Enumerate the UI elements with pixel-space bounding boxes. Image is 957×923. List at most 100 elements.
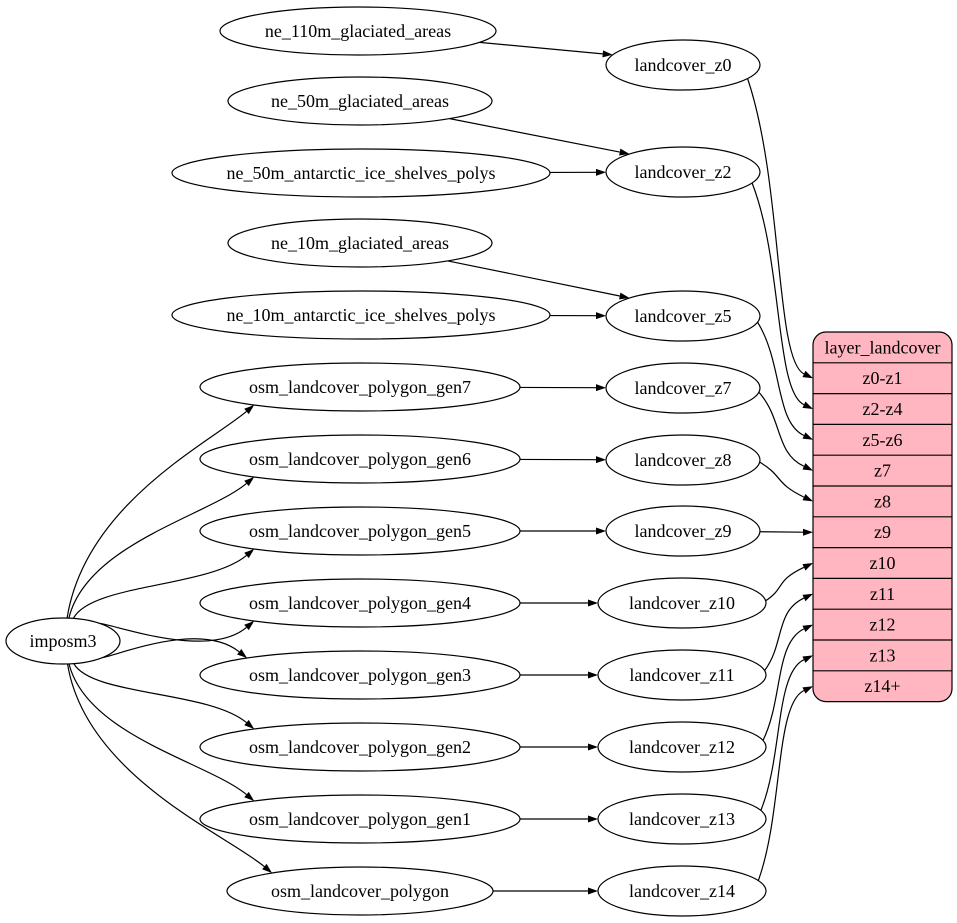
node-osm-landcover-polygon-gen4: osm_landcover_polygon_gen4 [199, 578, 521, 628]
node-imposm3: imposm3 [5, 617, 121, 665]
arrowhead-icon [802, 370, 813, 379]
record-layer-landcover: layer_landcoverz0-z1z2-z4z5-z6z7z8z9z10z… [812, 331, 953, 703]
edge-ne-50m-antarctic-ice-shelves-polys-to-landcover-z2 [549, 168, 607, 176]
osm-landcover-polygon-gen3-ellipse [199, 650, 521, 700]
ne-50m-antarctic-ice-shelves-polys-label: ne_50m_antarctic_ice_shelves_polys [227, 163, 496, 183]
node-osm-landcover-polygon-gen6: osm_landcover_polygon_gen6 [199, 434, 521, 484]
landcover-z12-ellipse [597, 721, 767, 773]
edge-line [764, 597, 805, 671]
ne-10m-antarctic-ice-shelves-polys-ellipse [171, 290, 551, 340]
edge-imposm3-to-osm-landcover-polygon [66, 663, 273, 873]
imposm3-ellipse [5, 617, 121, 665]
edge-line [479, 41, 603, 55]
edge-landcover-z0-to-row-z0-z1 [747, 78, 813, 379]
landcover-z10-ellipse [597, 577, 767, 629]
node-osm-landcover-polygon: osm_landcover_polygon [226, 866, 494, 916]
osm-landcover-polygon-gen5-ellipse [199, 506, 521, 556]
node-osm-landcover-polygon-gen3: osm_landcover_polygon_gen3 [199, 650, 521, 700]
edge-osm-landcover-polygon-to-landcover-z14 [493, 887, 598, 895]
osm-landcover-polygon-gen1-ellipse [199, 794, 521, 844]
edge-line [447, 260, 620, 297]
node-landcover-z11: landcover_z11 [597, 649, 767, 701]
edge-landcover-z13-to-row-z13 [760, 655, 813, 811]
edge-ne-10m-glaciated-areas-to-landcover-z5 [447, 260, 630, 300]
edge-line [68, 663, 247, 796]
arrowhead-icon [588, 743, 598, 751]
arrowhead-icon [244, 405, 255, 415]
ne-10m-glaciated-areas-ellipse [227, 218, 493, 268]
osm-landcover-polygon-gen4-label: osm_landcover_polygon_gen4 [249, 593, 471, 613]
edge-line [765, 566, 805, 602]
osm-landcover-polygon-gen2-ellipse [199, 722, 521, 772]
edge-imposm3-to-osm-landcover-polygon-gen3 [102, 638, 248, 659]
record-row-z2-z4: z2-z4 [863, 399, 903, 419]
arrowhead-icon [244, 549, 255, 559]
record-title: layer_landcover [825, 337, 941, 357]
edge-landcover-z11-to-row-z11 [764, 593, 813, 671]
node-ne-50m-glaciated-areas: ne_50m_glaciated_areas [227, 76, 493, 126]
edge-landcover-z8-to-row-z8 [759, 461, 813, 502]
node-landcover-z10: landcover_z10 [597, 577, 767, 629]
record-row-z11: z11 [870, 584, 895, 604]
arrowhead-icon [802, 655, 813, 663]
record-row-z8: z8 [874, 491, 891, 511]
arrowhead-icon [596, 527, 606, 535]
edge-line [66, 410, 247, 619]
record-row-z0-z1: z0-z1 [863, 368, 903, 388]
record-row-z14: z14+ [864, 676, 900, 696]
landcover-z14-label: landcover_z14 [629, 881, 735, 901]
edge-line [759, 461, 805, 498]
landcover-z2-ellipse [605, 146, 761, 198]
node-landcover-z13: landcover_z13 [597, 793, 767, 845]
landcover-z8-ellipse [605, 434, 761, 486]
osm-landcover-polygon-gen3-label: osm_landcover_polygon_gen3 [249, 665, 471, 685]
landcover-z7-ellipse [605, 362, 761, 414]
record-row-z5-z6: z5-z6 [863, 430, 903, 450]
osm-landcover-polygon-gen7-label: osm_landcover_polygon_gen7 [249, 377, 471, 397]
arrowhead-icon [588, 815, 598, 823]
edge-ne-50m-glaciated-areas-to-landcover-z2 [449, 118, 630, 156]
osm-landcover-polygon-gen6-ellipse [199, 434, 521, 484]
edge-ne-110m-glaciated-areas-to-landcover-z0 [479, 41, 613, 58]
landcover-z11-label: landcover_z11 [629, 665, 734, 685]
osm-landcover-polygon-gen4-ellipse [199, 578, 521, 628]
arrowhead-icon [802, 593, 813, 602]
osm-landcover-polygon-gen5-label: osm_landcover_polygon_gen5 [249, 521, 471, 541]
arrowhead-icon [595, 168, 607, 176]
node-ne-10m-antarctic-ice-shelves-polys: ne_10m_antarctic_ice_shelves_polys [171, 290, 551, 340]
arrowhead-icon [802, 624, 813, 633]
node-osm-landcover-polygon-gen7: osm_landcover_polygon_gen7 [199, 362, 521, 412]
edge-line [757, 689, 805, 881]
edge-line [68, 482, 247, 619]
edge-landcover-z14-to-row-z14 [757, 686, 813, 881]
node-osm-landcover-polygon-gen2: osm_landcover_polygon_gen2 [199, 722, 521, 772]
arrowhead-icon [588, 671, 598, 679]
edge-line [66, 663, 265, 868]
edge-osm-landcover-polygon-gen2-to-landcover-z12 [520, 743, 598, 751]
landcover-z13-label: landcover_z13 [629, 809, 735, 829]
edge-landcover-z7-to-row-z7 [758, 391, 813, 471]
arrowhead-icon [588, 887, 598, 895]
landcover-z12-label: landcover_z12 [629, 737, 735, 757]
edge-osm-landcover-polygon-gen4-to-landcover-z10 [520, 599, 598, 607]
edge-osm-landcover-polygon-gen7-to-landcover-z7 [519, 384, 607, 392]
node-landcover-z0: landcover_z0 [605, 39, 761, 91]
landcover-z2-label: landcover_z2 [635, 162, 732, 182]
arrowhead-icon [244, 719, 255, 729]
landcover-z9-ellipse [605, 505, 761, 557]
landcover-z5-ellipse [605, 290, 761, 342]
edge-osm-landcover-polygon-gen5-to-landcover-z9 [520, 527, 606, 535]
edge-line [449, 118, 620, 153]
edge-line [72, 554, 247, 619]
edge-osm-landcover-polygon-gen1-to-landcover-z13 [520, 815, 598, 823]
record-row-z12: z12 [870, 615, 896, 635]
record-row-z10: z10 [870, 553, 896, 573]
edge-landcover-z2-to-row-z2-z4 [751, 182, 813, 409]
edge-imposm3-to-osm-landcover-polygon-gen2 [73, 663, 255, 729]
edge-imposm3-to-osm-landcover-polygon-gen7 [66, 405, 255, 619]
edge-imposm3-to-osm-landcover-polygon-gen6 [68, 477, 255, 619]
edge-line [747, 78, 805, 375]
node-landcover-z8: landcover_z8 [605, 434, 761, 486]
arrowhead-icon [802, 493, 813, 502]
